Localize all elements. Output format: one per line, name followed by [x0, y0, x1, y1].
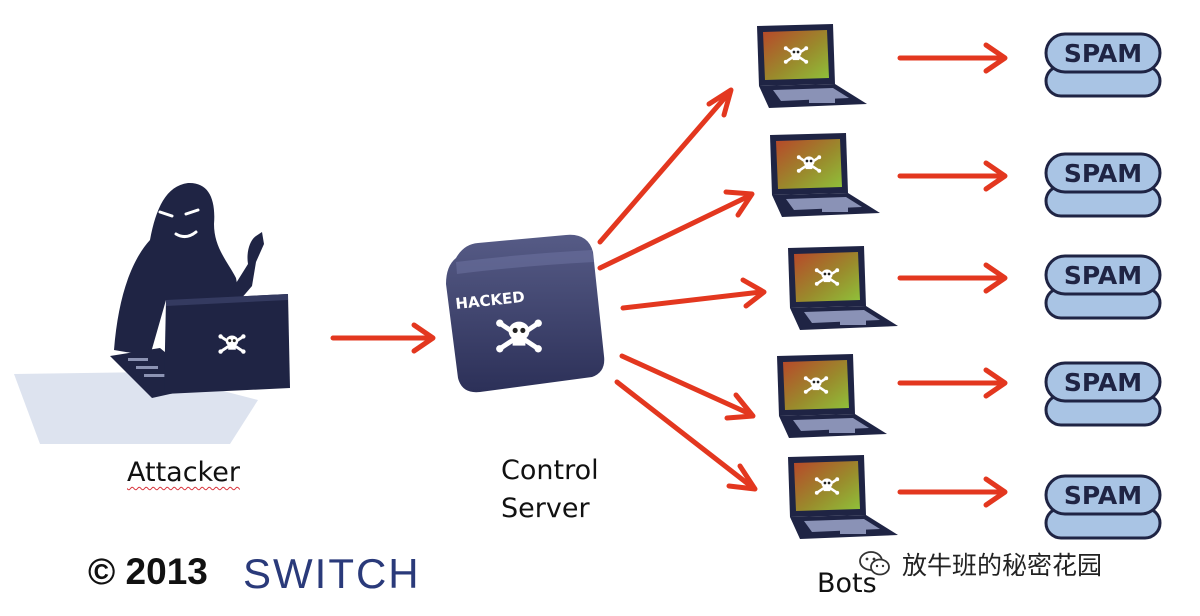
bot-laptop-icon [788, 246, 898, 330]
arrow-attacker-to-server [330, 322, 436, 354]
bot-laptop-icon [757, 24, 867, 108]
copyright-text: © 2013 [88, 551, 208, 592]
bot-laptop-icon [788, 455, 898, 539]
watermark: 放牛班的秘密花园 [858, 544, 1102, 584]
switch-logo: SWITCH [243, 550, 421, 597]
bots-label: Bots [817, 568, 877, 599]
spam-label: SPAM [1064, 261, 1142, 290]
attacker-figure-icon [14, 182, 290, 444]
control-server-icon: HACKED [446, 234, 605, 393]
arrow-server-to-bot-4 [619, 353, 756, 421]
spam-stack-icon: SPAM [1044, 152, 1162, 218]
spam-stack-icon: SPAM [1044, 474, 1162, 540]
arrow-server-to-bot-3 [620, 277, 767, 311]
control-label-line2: Server [501, 493, 590, 524]
watermark-text: 放牛班的秘密花园 [902, 551, 1103, 580]
wechat-icon [859, 551, 890, 576]
arrow-server-to-bot-2 [597, 189, 755, 271]
spam-label: SPAM [1064, 481, 1142, 510]
bots-group [757, 24, 898, 539]
spam-stack-icon: SPAM [1044, 254, 1162, 320]
spam-label: SPAM [1064, 159, 1142, 188]
arrow-server-to-bot-1 [597, 87, 734, 245]
spam-label: SPAM [1064, 368, 1142, 397]
bot-laptop-icon [777, 354, 887, 438]
spam-stack-icon: SPAM [1044, 361, 1162, 427]
spam-label: SPAM [1064, 39, 1142, 68]
arrows [330, 42, 1008, 508]
arrow-bot-to-spam-5 [897, 476, 1008, 508]
arrow-bot-to-spam-4 [897, 367, 1008, 399]
attacker-label: Attacker [127, 457, 240, 488]
arrow-bot-to-spam-3 [897, 262, 1008, 294]
control-server-label: Control Server [501, 452, 599, 528]
arrow-bot-to-spam-1 [897, 42, 1008, 74]
control-label-line1: Control [501, 455, 599, 486]
arrow-bot-to-spam-2 [897, 160, 1008, 192]
arrow-server-to-bot-5 [614, 379, 758, 492]
bot-laptop-icon [770, 133, 880, 217]
spam-group: SPAM SPAM SPAM SPAM SPAM [1044, 32, 1162, 540]
spam-stack-icon: SPAM [1044, 32, 1162, 98]
